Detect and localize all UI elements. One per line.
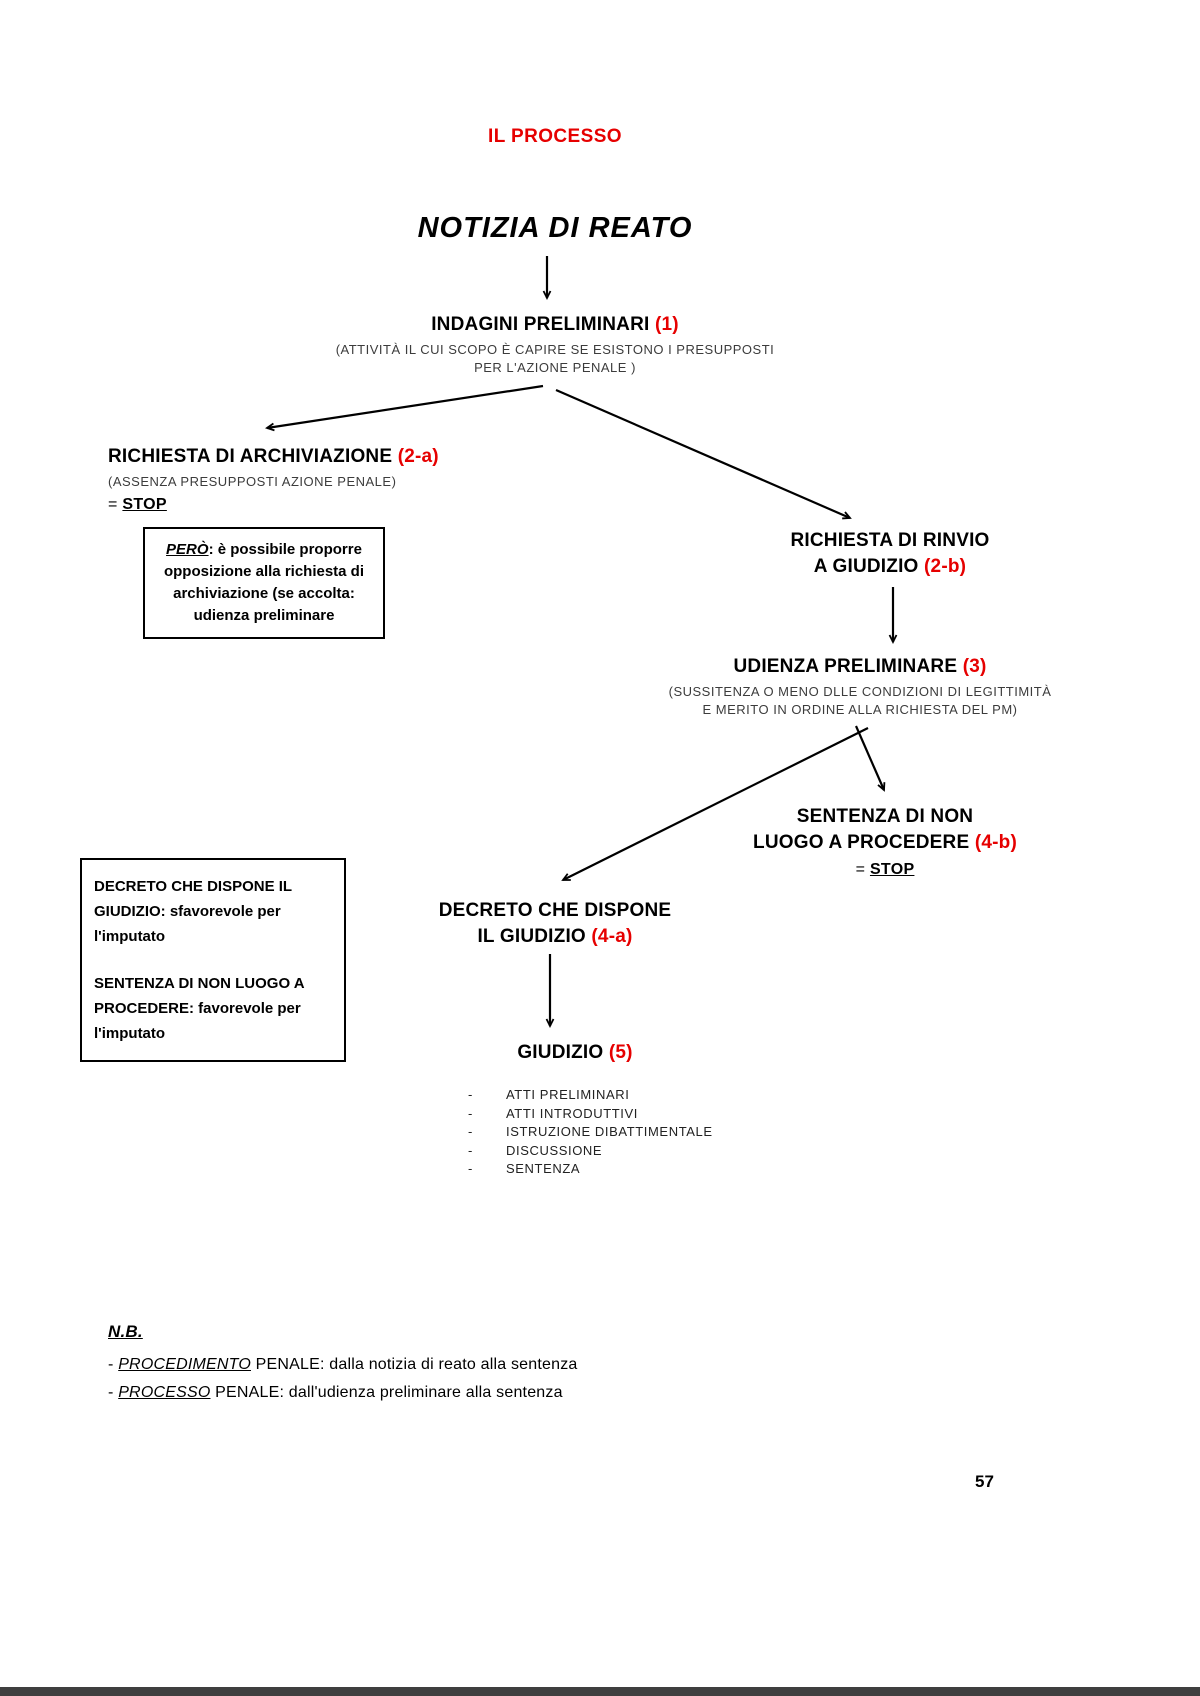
note-processo-rest: PENALE: dall'udienza preliminare alla se… — [210, 1384, 563, 1401]
page-number: 57 — [975, 1472, 994, 1491]
node-indagini-desc-2: PER L'AZIONE PENALE ) — [474, 360, 636, 375]
note-procedimento-rest: PENALE: dalla notizia di reato alla sent… — [250, 1356, 578, 1373]
list-bullet: - — [468, 1105, 473, 1121]
list-item-label: ATTI PRELIMINARI — [506, 1087, 630, 1102]
node-sentenza-line-2: LUOGO A PROCEDERE (4-b) — [735, 830, 1035, 856]
node-rinvio-line-2: A GIUDIZIO (2-b) — [740, 554, 1040, 580]
pero-line-2: opposizione alla richiesta di — [163, 563, 365, 580]
node-rinvio-line-1: RICHIESTA DI RINVIO — [790, 530, 990, 551]
list-item-label: DISCUSSIONE — [506, 1142, 603, 1158]
stop-label: STOP — [122, 496, 167, 513]
node-udienza-desc-2: E MERITO IN ORDINE ALLA RICHIESTA DEL PM… — [702, 702, 1018, 717]
pero-head: PERÒ — [166, 541, 209, 558]
list-item-label: ISTRUZIONE DIBATTIMENTALE — [506, 1124, 713, 1139]
node-archiviazione-title: RICHIESTA DI ARCHIVIAZIONE (2-a) — [108, 444, 538, 470]
node-decreto-line-1: DECRETO CHE DISPONE — [438, 900, 672, 921]
note-term-processo: PROCESSO — [118, 1384, 211, 1401]
list-bullet: - — [468, 1142, 473, 1158]
node-giudizio-label: GIUDIZIO — [517, 1042, 604, 1063]
node-udienza-title: UDIENZA PRELIMINARE (3) — [590, 654, 1130, 680]
note-procedimento: - PROCEDIMENTO PENALE: dalla notizia di … — [108, 1351, 828, 1379]
pero-line-4: udienza preliminare — [193, 607, 335, 624]
nota-bene-heading: N.B. — [108, 1322, 143, 1341]
node-rinvio-label: A GIUDIZIO — [813, 556, 919, 577]
pero-line-1-rest: : è possibile proporre — [208, 541, 362, 558]
node-archiviazione-label: RICHIESTA DI ARCHIVIAZIONE — [108, 446, 393, 467]
node-sentenza-line-1: SENTENZA DI NON — [796, 806, 974, 827]
pero-line-3: archiviazione (se accolta: — [173, 585, 355, 602]
list-item: - SENTENZA — [468, 1160, 828, 1179]
note-processo: - PROCESSO PENALE: dall'udienza prelimin… — [108, 1379, 828, 1407]
node-sentenza-non-luogo: SENTENZA DI NON LUOGO A PROCEDERE (4-b) … — [735, 804, 1035, 879]
pero-line-1: PERÒ: è possibile proporre — [151, 539, 377, 561]
page-title: IL PROCESSO — [488, 126, 622, 147]
node-decreto-label: IL GIUDIZIO — [477, 926, 586, 947]
node-archiviazione-ref: (2-a) — [397, 446, 439, 467]
node-archiviazione-desc: (ASSENZA PRESUPPOSTI AZIONE PENALE) — [108, 474, 397, 489]
node-giudizio: GIUDIZIO (5) — [455, 1040, 695, 1066]
node-decreto-line-2: IL GIUDIZIO (4-a) — [405, 924, 705, 950]
list-item-label: SENTENZA — [506, 1161, 581, 1176]
node-giudizio-ref: (5) — [608, 1042, 633, 1063]
stop-prefix: = — [108, 496, 123, 513]
node-indagini-desc-1: (ATTIVITÀ IL CUI SCOPO È CAPIRE SE ESIST… — [335, 342, 775, 357]
pero-note-box: PERÒ: è possibile proporre opposizione a… — [143, 527, 385, 639]
node-indagini-label: INDAGINI PRELIMINARI — [431, 314, 650, 335]
arrow-indagini-to-archiviazione — [265, 384, 544, 432]
node-decreto-dispone-giudizio: DECRETO CHE DISPONE IL GIUDIZIO (4-a) — [405, 898, 705, 950]
list-item: - ISTRUZIONE DIBATTIMENTALE — [468, 1123, 828, 1142]
node-udienza-ref: (3) — [962, 656, 987, 677]
node-udienza-label: UDIENZA PRELIMINARE — [733, 656, 958, 677]
node-notizia-di-reato: NOTIZIA DI REATO — [417, 212, 693, 244]
list-bullet: - — [468, 1161, 473, 1176]
arrow-udienza-to-sentenza — [854, 725, 886, 792]
stop-prefix: = — [855, 861, 870, 878]
stop-label: STOP — [869, 861, 915, 878]
info-box-para-2: SENTENZA DI NON LUOGO A PROCEDERE: favor… — [94, 975, 304, 1042]
node-udienza-desc-1: (SUSSITENZA O MENO DLLE CONDIZIONI DI LE… — [668, 684, 1052, 699]
node-richiesta-rinvio: RICHIESTA DI RINVIO A GIUDIZIO (2-b) — [740, 528, 1040, 580]
note-dash: - — [108, 1384, 119, 1401]
nota-bene-section: N.B. - PROCEDIMENTO PENALE: dalla notizi… — [108, 1322, 828, 1407]
scan-bottom-edge — [0, 1687, 1200, 1696]
arrow-indagini-to-rinvio — [555, 388, 852, 520]
node-rinvio-ref: (2-b) — [924, 556, 967, 577]
list-item-label: ATTI INTRODUTTIVI — [506, 1105, 639, 1121]
node-udienza-preliminare: UDIENZA PRELIMINARE (3) (SUSSITENZA O ME… — [590, 654, 1130, 719]
list-item: - ATTI PRELIMINARI — [468, 1086, 828, 1105]
note-term-procedimento: PROCEDIMENTO — [118, 1356, 251, 1373]
decreto-sentenza-info-box: DECRETO CHE DISPONE IL GIUDIZIO: sfavore… — [80, 858, 346, 1062]
node-decreto-ref: (4-a) — [591, 926, 633, 947]
note-dash: - — [108, 1356, 119, 1373]
info-box-para-1: DECRETO CHE DISPONE IL GIUDIZIO: sfavore… — [94, 878, 292, 945]
list-item: - ATTI INTRODUTTIVI — [468, 1105, 828, 1124]
node-indagini-preliminari: INDAGINI PRELIMINARI (1) (ATTIVITÀ IL CU… — [255, 312, 855, 377]
node-indagini-title: INDAGINI PRELIMINARI (1) — [255, 312, 855, 338]
node-giudizio-title: GIUDIZIO (5) — [455, 1040, 695, 1066]
node-archiviazione-stop: = STOP — [108, 496, 538, 514]
list-bullet: - — [468, 1087, 473, 1102]
node-indagini-ref: (1) — [654, 314, 679, 335]
list-item: - DISCUSSIONE — [468, 1142, 828, 1161]
node-richiesta-archiviazione: RICHIESTA DI ARCHIVIAZIONE (2-a) (ASSENZ… — [108, 444, 538, 514]
list-bullet: - — [468, 1124, 473, 1139]
node-sentenza-label: LUOGO A PROCEDERE — [753, 832, 970, 853]
node-sentenza-stop: = STOP — [735, 861, 1035, 879]
node-sentenza-ref: (4-b) — [974, 832, 1017, 853]
giudizio-phase-list: - ATTI PRELIMINARI - ATTI INTRODUTTIVI -… — [468, 1086, 828, 1179]
